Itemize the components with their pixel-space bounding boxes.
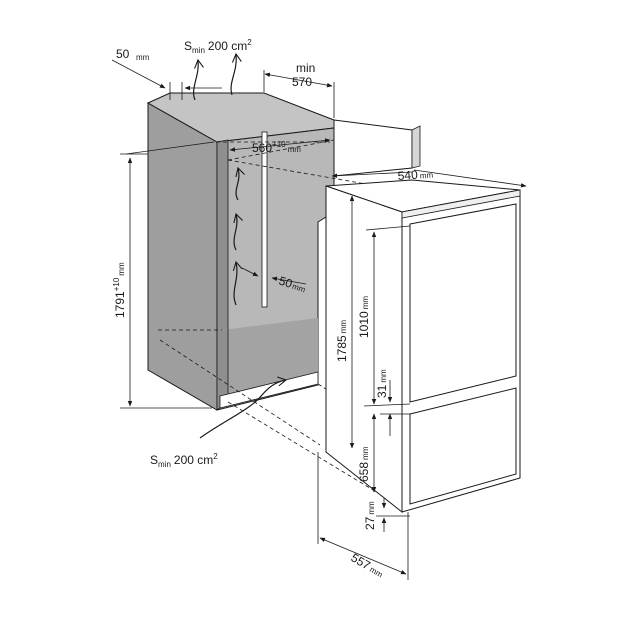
door-gap-unit: mm xyxy=(379,369,388,383)
appliance xyxy=(325,179,521,514)
niche-front-edge xyxy=(216,139,229,411)
top-vent-arrow-2 xyxy=(230,52,242,96)
niche-width-label: 560+10mm xyxy=(252,140,301,155)
bottom-vent-value: 200 cm xyxy=(174,453,213,467)
upper-door-label: 1010mm xyxy=(357,296,371,338)
niche-width-tol: +10 xyxy=(272,140,286,149)
upper-door-unit: mm xyxy=(361,296,370,310)
top-vent-value: 200 cm xyxy=(208,39,247,53)
top-vent-sup: 2 xyxy=(247,38,252,47)
airflow-arrows xyxy=(193,52,288,439)
niche-left-panel xyxy=(147,102,218,411)
rear-gap-label: 50mm xyxy=(277,274,308,296)
lower-door-value: 658 xyxy=(357,462,371,482)
inner-vent-arrow-2 xyxy=(233,212,243,251)
niche-height-tol: +10 xyxy=(112,277,121,291)
appliance-width-value: 540 xyxy=(397,168,418,183)
rear-vent-channel xyxy=(261,131,268,308)
lower-door xyxy=(409,387,517,505)
bottom-gap-unit: mm xyxy=(367,501,376,515)
cabinet-side-panel xyxy=(333,119,413,177)
appliance-depth-unit: mm xyxy=(368,565,384,580)
appliance-height-unit: mm xyxy=(339,320,348,334)
rear-gap-value: 50 xyxy=(277,274,294,292)
bottom-vent-s: S xyxy=(150,453,158,467)
door-gap-label: 31mm xyxy=(375,369,389,398)
upper-door-value: 1010 xyxy=(357,311,371,338)
cabinet-side-edge xyxy=(411,125,421,169)
top-vent-min: min xyxy=(192,46,205,55)
inner-vent-arrow-3 xyxy=(232,260,243,306)
door-gap-value: 31 xyxy=(375,384,389,398)
appliance-top-trim xyxy=(401,189,521,219)
top-gap-value: 50 xyxy=(116,47,130,61)
bottom-gap-value: 27 xyxy=(363,516,377,530)
top-vent-s: S xyxy=(184,39,192,53)
depth-min-label: min xyxy=(296,61,315,75)
niche-width-value: 560 xyxy=(252,141,272,155)
top-gap-unit: mm xyxy=(136,53,150,62)
appliance-width-unit: mm xyxy=(419,171,433,181)
bottom-gap-label: 27mm xyxy=(363,501,377,530)
depth-min-value: 570 xyxy=(292,75,312,89)
bottom-vent-min: min xyxy=(158,460,171,469)
inner-vent-arrow-1 xyxy=(235,166,245,201)
dimension-lines xyxy=(111,59,527,580)
upper-door xyxy=(409,203,517,403)
niche-height-label: 1791+10mm xyxy=(112,262,127,318)
niche xyxy=(146,92,421,411)
niche-floor xyxy=(222,318,318,395)
appliance-depth-label: 557mm xyxy=(349,550,387,580)
top-vent-arrow-1 xyxy=(193,58,204,101)
niche-height-unit: mm xyxy=(117,262,126,276)
bottom-vent-sup: 2 xyxy=(213,452,218,461)
lower-door-label: 658 mm xyxy=(357,446,371,482)
appliance-height-value: 1785 xyxy=(335,335,349,362)
bottom-vent-arrow xyxy=(199,376,288,439)
rear-gap-unit: mm xyxy=(291,282,307,295)
niche-height-value: 1791 xyxy=(113,291,127,318)
lower-door-unit: mm xyxy=(361,446,370,460)
appliance-height-label: 1785mm xyxy=(335,320,349,362)
niche-width-unit: mm xyxy=(288,145,302,154)
appliance-width-label: 540mm xyxy=(397,167,434,183)
